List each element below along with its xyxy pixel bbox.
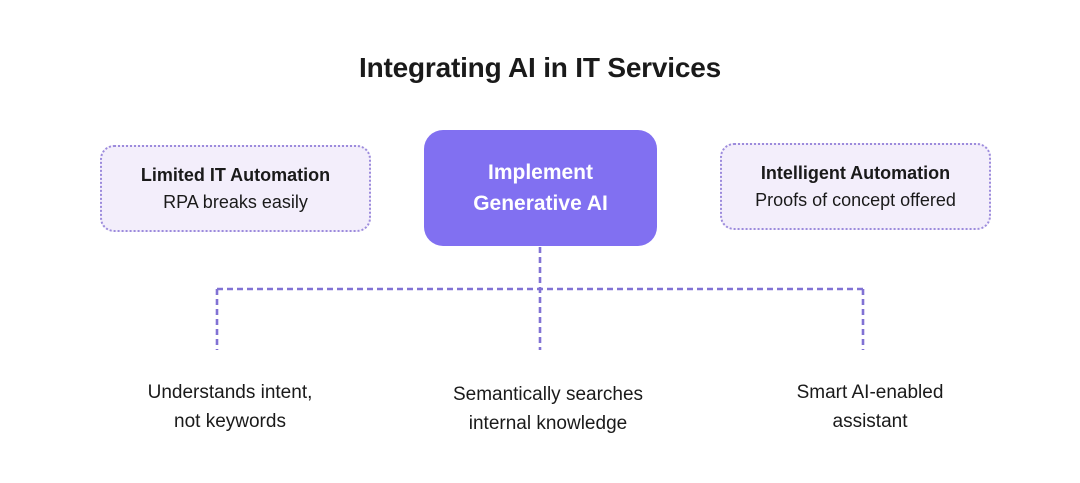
node-implement-generative-ai: Implement Generative AI <box>424 130 657 246</box>
diagram-title: Integrating AI in IT Services <box>359 52 721 83</box>
node-limited-it-automation: Limited IT Automation RPA breaks easily <box>100 145 371 232</box>
leaf-smart-assistant: Smart AI-enabled assistant <box>796 382 944 432</box>
node-heading: Intelligent Automation <box>760 162 951 183</box>
node-subtext: Proofs of concept offered <box>755 189 956 210</box>
leaf-semantic-search: Semantically searches internal knowledge <box>452 384 644 434</box>
leaf-understands-intent: Understands intent, not keywords <box>147 382 313 432</box>
node-label: Implement Generative AI <box>473 161 608 215</box>
node-heading: Limited IT Automation <box>140 164 331 185</box>
node-intelligent-automation: Intelligent Automation Proofs of concept… <box>720 143 991 230</box>
node-subtext: RPA breaks easily <box>163 191 308 212</box>
